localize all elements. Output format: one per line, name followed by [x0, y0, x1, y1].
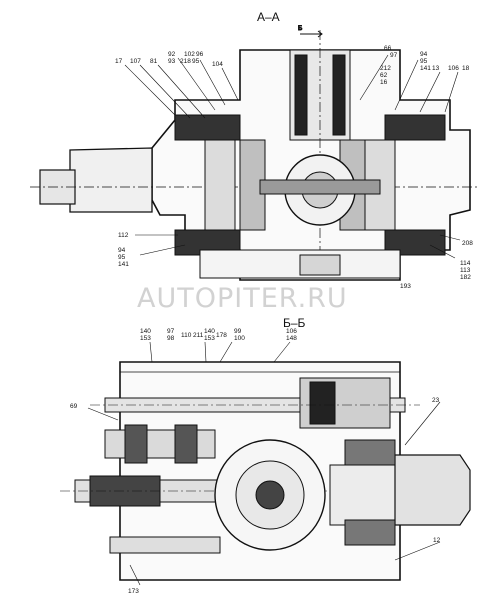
section-b-drawing — [60, 341, 471, 586]
callout-label: 18 — [462, 65, 470, 72]
callout-label: 62 — [380, 72, 388, 79]
section-a-labels: 17 107 81 92 93 102 218 96 95 104 66 97 … — [115, 45, 473, 290]
callout-label: 104 — [212, 61, 223, 68]
callout-label: 12 — [433, 537, 441, 544]
callout-label: 153 — [140, 335, 151, 342]
callout-label: 13 — [432, 65, 440, 72]
callout-label: 94 — [420, 51, 428, 58]
callout-label: 211 — [193, 332, 204, 339]
callout-label: 98 — [167, 335, 175, 342]
callout-label: 69 — [70, 403, 78, 410]
callout-label: 110 — [181, 332, 192, 339]
section-a-title: А–А — [257, 10, 280, 24]
callout-label: 95 — [420, 58, 428, 65]
callout-label: 94 — [118, 247, 126, 254]
callout-label: 100 — [234, 335, 245, 342]
callout-label: 99 — [234, 328, 242, 335]
callout-label: 193 — [400, 283, 411, 290]
callout-label: 140 — [140, 328, 151, 335]
callout-label: 95 — [118, 254, 126, 261]
callout-label: 182 — [460, 274, 471, 281]
callout-label: 93 — [168, 58, 176, 65]
callout-label: 112 — [118, 232, 129, 239]
callout-label: 178 — [216, 332, 227, 339]
watermark: AUTOPITER.RU — [137, 283, 348, 314]
callout-label: 141 — [118, 261, 129, 268]
callout-label: 81 — [150, 58, 158, 65]
callout-label: 212 — [380, 65, 391, 72]
section-b-title: Б–Б — [283, 316, 306, 330]
callout-label: 106 — [286, 328, 297, 335]
cut-mark: Б — [298, 25, 302, 32]
callout-label: 106 — [448, 65, 459, 72]
callout-label: 148 — [286, 335, 297, 342]
callout-label: 92 — [168, 51, 176, 58]
callout-label: 96 — [196, 51, 204, 58]
callout-label: 23 — [432, 397, 440, 404]
callout-label: 107 — [130, 58, 141, 65]
section-a-drawing: Б — [30, 25, 480, 281]
callout-label: 141 — [420, 65, 431, 72]
callout-label: 208 — [462, 240, 473, 247]
callout-label: 114 — [460, 260, 471, 267]
callout-label: 97 — [167, 328, 175, 335]
callout-label: 113 — [460, 267, 471, 274]
callout-label: 102 — [184, 51, 195, 58]
callout-label: 95 — [192, 58, 200, 65]
callout-label: 97 — [390, 52, 398, 59]
callout-label: 173 — [128, 588, 139, 595]
callout-label: 218 — [180, 58, 191, 65]
callout-label: 153 — [204, 335, 215, 342]
callout-label: 16 — [380, 79, 388, 86]
callout-label: 66 — [384, 45, 392, 52]
callout-label: 17 — [115, 58, 123, 65]
callout-label: 140 — [204, 328, 215, 335]
section-b-labels: 140 153 97 98 110 211 140 153 178 99 100… — [70, 328, 441, 595]
